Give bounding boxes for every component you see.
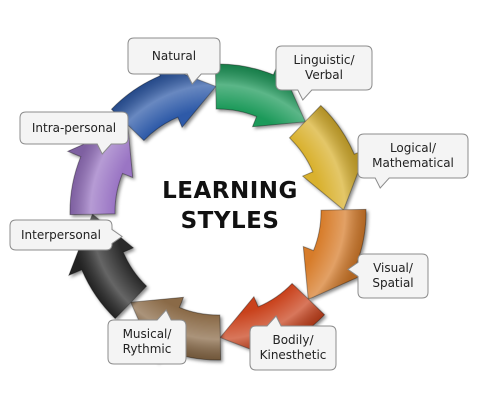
callout-logical-mathematical: Logical/ Mathematical bbox=[357, 133, 469, 189]
callout-bubble bbox=[347, 253, 429, 299]
title-line-2: STYLES bbox=[180, 208, 280, 234]
callout-bodily-kinesthetic: Bodily/ Kinesthetic bbox=[249, 315, 337, 371]
callout-interpersonal: Interpersonal bbox=[9, 219, 123, 251]
callout-bubble-shape bbox=[107, 309, 187, 365]
callout-bubble bbox=[357, 133, 469, 189]
callout-bubble-shape bbox=[347, 253, 429, 299]
callout-bubble-shape bbox=[127, 37, 221, 85]
arrow-logical-mathematical-highlight bbox=[289, 105, 368, 210]
arrow-natural-highlight bbox=[111, 62, 216, 141]
callout-bodily-text: Bodily/ Kinesthetic bbox=[259, 333, 327, 362]
callout-logical-text: Logical/ Mathematical bbox=[372, 141, 454, 170]
callout-intra-personal: Intra-personal bbox=[19, 111, 129, 155]
callout-bubble bbox=[249, 315, 337, 371]
callout-visual-spatial: Visual/ Spatial bbox=[347, 253, 429, 299]
arrow-intra-personal-highlight bbox=[67, 124, 133, 215]
callout-bubble bbox=[19, 111, 129, 155]
center-title: LEARNING STYLES bbox=[150, 176, 310, 236]
callout-interpersonal-text: Interpersonal bbox=[21, 227, 101, 242]
callout-natural: Natural bbox=[127, 37, 221, 85]
callout-bubble-shape bbox=[275, 45, 373, 101]
callout-bubble-shape bbox=[249, 315, 337, 371]
callout-bubble bbox=[275, 45, 373, 101]
callout-bubble bbox=[127, 37, 221, 85]
arrow-intra-personal bbox=[66, 124, 134, 216]
arrow-visual-spatial-highlight bbox=[303, 209, 369, 300]
callout-bubble-shape bbox=[19, 111, 129, 155]
callout-linguistic-text: Linguistic/ Verbal bbox=[293, 53, 355, 82]
title-line-1: LEARNING bbox=[162, 178, 298, 204]
callout-linguistic-verbal: Linguistic/ Verbal bbox=[275, 45, 373, 101]
callout-bubble bbox=[107, 309, 187, 365]
callout-bubble-shape bbox=[9, 219, 123, 251]
callout-bubble-shape bbox=[357, 133, 469, 189]
callout-intra-text: Intra-personal bbox=[31, 120, 117, 135]
callout-musical-rythmic: Musical/ Rythmic bbox=[107, 309, 187, 365]
callout-musical-text: Musical/ Rythmic bbox=[122, 327, 172, 356]
callout-bubble bbox=[9, 219, 123, 251]
callout-natural-text: Natural bbox=[151, 48, 197, 63]
callout-visual-text: Visual/ Spatial bbox=[372, 261, 414, 290]
